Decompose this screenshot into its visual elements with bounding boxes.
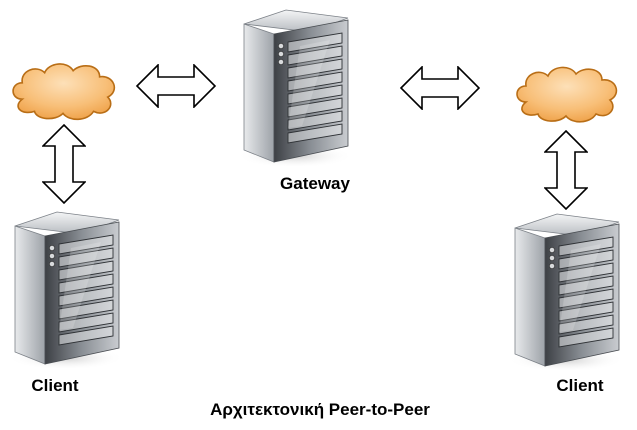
server-tower-icon [236,9,354,166]
server-tower-icon [7,211,125,368]
gateway-label: Gateway [280,174,350,193]
double-arrow-icon [42,124,86,204]
cloud-icon [516,66,618,123]
client-left-label: Client [31,376,79,395]
double-arrow-icon [400,66,480,110]
double-arrow-icon [136,64,216,108]
diagram-caption: Αρχιτεκτονική Peer-to-Peer [210,400,430,419]
server-tower-icon [507,213,625,370]
cloud-icon [12,63,116,121]
client-right-label: Client [556,376,604,395]
double-arrow-icon [544,130,588,210]
